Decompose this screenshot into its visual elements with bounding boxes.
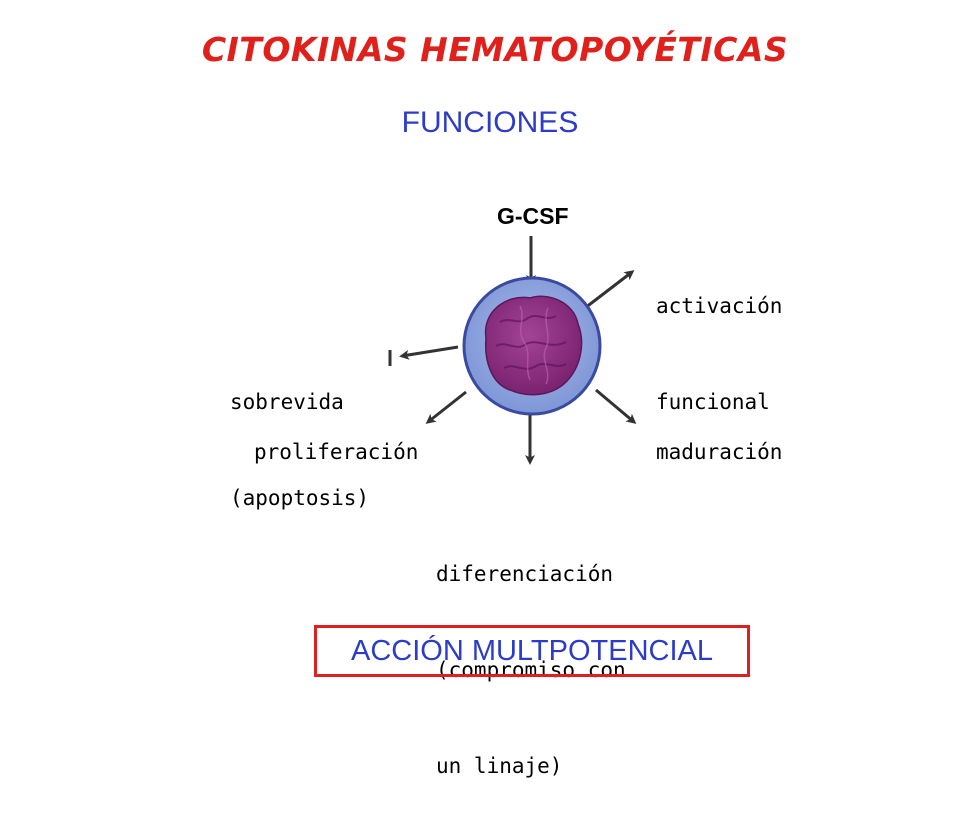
page-title: CITOKINAS HEMATOPOYÉTICAS <box>201 30 789 69</box>
arrow-survival <box>399 345 459 360</box>
activation-line-1: activación <box>656 294 783 318</box>
stimulus-label: G-CSF <box>497 203 569 229</box>
survival-label: sobrevida (apoptosis) <box>230 322 369 546</box>
survival-line-2: (apoptosis) <box>230 486 370 510</box>
cytokine-diagram <box>388 236 637 465</box>
proliferation-label: proliferación <box>254 440 419 464</box>
activation-line-2: funcional <box>656 390 770 414</box>
differentiation-line-3: un linaje) <box>436 754 563 778</box>
activation-label: activación funcional <box>656 226 782 450</box>
arrow-maturation <box>595 388 637 424</box>
differentiation-line-2: (compromiso con <box>436 658 626 682</box>
page-subtitle: FUNCIONES <box>401 106 579 139</box>
neutrophil-cell <box>462 276 602 416</box>
maturation-label: maduración <box>656 440 783 464</box>
arrow-proliferation <box>425 390 467 424</box>
survival-line-1: sobrevida <box>230 390 344 414</box>
differentiation-line-1: diferenciación <box>436 562 614 586</box>
arrow-activation <box>584 270 635 310</box>
multipotent-action-box: ACCIÓN MULTPOTENCIAL <box>314 625 750 677</box>
